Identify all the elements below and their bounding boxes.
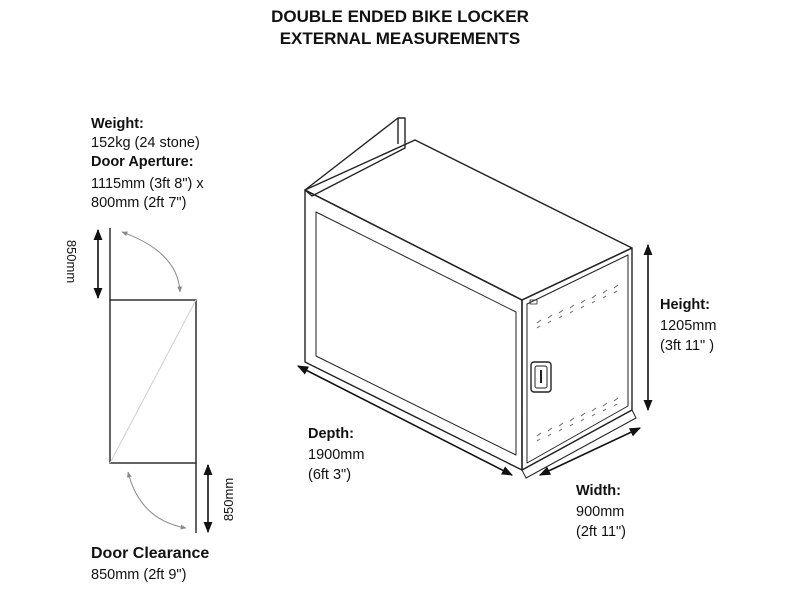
- door-clearance-plan: [93, 228, 213, 534]
- door-aperture-value-2: 800mm (2ft 7"): [91, 195, 187, 211]
- diagram-title-line-1: DOUBLE ENDED BIKE LOCKER: [271, 7, 529, 26]
- depth-value-mm: 1900mm: [308, 447, 365, 463]
- width-value-mm: 900mm: [576, 504, 625, 520]
- depth-label: Depth:: [308, 426, 354, 442]
- locker-isometric: [304, 117, 637, 479]
- bottom-swing-arc: [126, 471, 187, 530]
- locker-front-face: [521, 247, 633, 471]
- door-aperture-label: Door Aperture:: [91, 154, 194, 170]
- rear-door-open: [304, 117, 406, 197]
- door-badge: [529, 299, 538, 305]
- base-plinth: [521, 409, 637, 479]
- height-value-mm: 1205mm: [660, 318, 717, 334]
- door-handle-icon: [530, 361, 552, 393]
- door-aperture-value-1: 1115mm (3ft 8") x: [91, 176, 204, 192]
- width-dim-arrow: [538, 427, 642, 476]
- weight-value: 152kg (24 stone): [91, 135, 200, 151]
- vent-louvres: [536, 284, 619, 442]
- height-label: Height:: [660, 297, 710, 313]
- locker-dimension-arrows: [297, 243, 653, 476]
- locker-top-face: [304, 139, 633, 301]
- front-door-panel: [526, 254, 629, 464]
- bottom-clearance-dim-label: 850mm: [221, 477, 237, 522]
- diagram-title-line-2: EXTERNAL MEASUREMENTS: [279, 29, 521, 48]
- width-value-ft: (2ft 11"): [576, 524, 627, 540]
- width-label: Width:: [576, 483, 621, 499]
- weight-label: Weight:: [91, 116, 144, 132]
- locker-plan-body: [109, 299, 197, 464]
- depth-value-ft: (6ft 3"): [308, 467, 352, 483]
- depth-dim-arrow: [297, 365, 513, 476]
- side-panel-inset: [315, 211, 517, 456]
- plan-diagonal: [109, 299, 197, 464]
- top-clearance-dim-label: 850mm: [64, 239, 80, 284]
- door-clearance-value: 850mm (2ft 9"): [91, 567, 187, 583]
- door-clearance-label: Door Clearance: [91, 545, 210, 562]
- height-value-ft: (3ft 11" ): [660, 338, 715, 354]
- top-swing-arc: [121, 231, 183, 293]
